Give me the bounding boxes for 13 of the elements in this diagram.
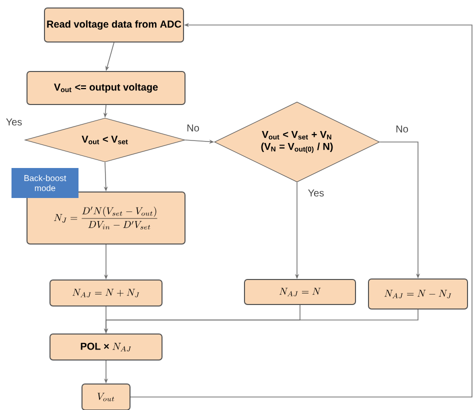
process-box: Read voltage data from ADC [44,8,184,42]
branch-label: Yes [6,118,22,126]
output-box: $V_{out}$ [82,384,130,410]
edge-label: Yes [306,188,326,198]
formula-box: $N_{AJ} = N + N_J$ [50,280,162,306]
formula-box: $N_{AJ} = N$ [244,279,356,305]
process-box: POL × $N_{AJ}$ [50,334,162,360]
edge-label: No [394,124,410,134]
formula-box: $N_{AJ} = N - N_J$ [368,278,468,310]
mode-tag: Back-boost mode [12,168,78,198]
edge-label: No [186,124,200,132]
process-box: V$_{out}$ <= output voltage [26,71,186,105]
formula-box: $N_J = \frac{D'N(V_{set} - V_{out})}{DV_{in} - D'V_{set}}$ [26,192,186,244]
